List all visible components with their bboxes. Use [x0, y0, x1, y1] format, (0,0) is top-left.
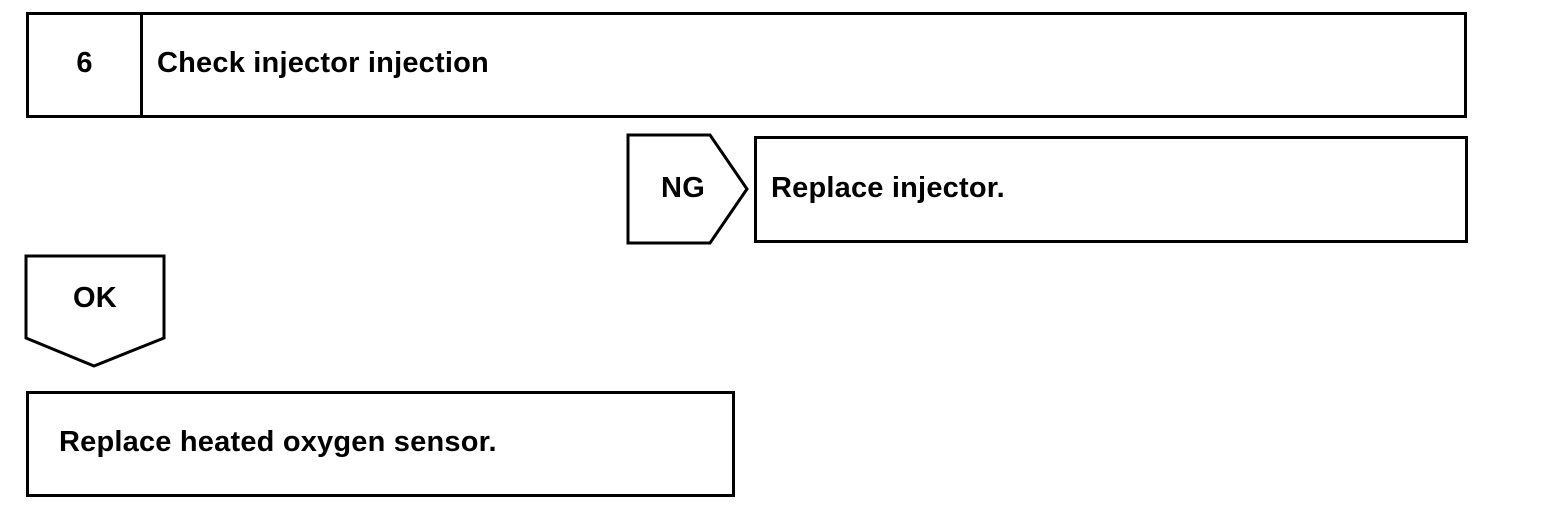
ng-arrow-shape	[626, 133, 749, 245]
ng-action-box	[754, 136, 1468, 243]
step-divider	[140, 12, 143, 118]
step-title: Check injector injection	[157, 47, 489, 79]
ok-arrow-shape	[24, 254, 166, 368]
ok-label: OK	[73, 282, 117, 314]
ng-action-text: Replace injector.	[771, 172, 1005, 204]
ok-action-text: Replace heated oxygen sensor.	[59, 426, 497, 458]
step-box	[26, 12, 1467, 118]
ok-action-box	[26, 391, 735, 497]
step-number: 6	[76, 47, 93, 79]
ng-label: NG	[661, 172, 705, 204]
